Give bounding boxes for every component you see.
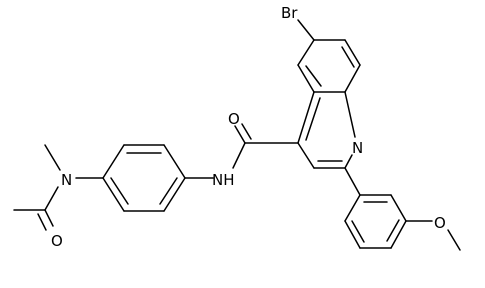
quinoline-nitrogen-label: N: [352, 139, 363, 157]
amine-nitrogen-label: N: [61, 171, 72, 189]
bond: [305, 65, 322, 87]
bromine-label: Br: [281, 4, 298, 22]
bond: [297, 91, 315, 144]
bond: [297, 19, 315, 41]
bond: [344, 39, 361, 66]
bond: [163, 177, 186, 212]
carbonyl-oxygen-label: O: [228, 110, 240, 128]
bond: [305, 97, 321, 141]
bond: [159, 177, 178, 205]
bond: [344, 167, 361, 196]
bond: [447, 229, 461, 251]
bond: [44, 186, 59, 211]
bond: [37, 213, 47, 231]
bond: [344, 194, 361, 222]
bond-layer: [13, 19, 461, 251]
bond: [390, 194, 407, 222]
bond: [163, 144, 186, 179]
atom-label-layer: Br N O NH N O O: [51, 4, 446, 250]
acetyl-oxygen-label: O: [51, 232, 63, 250]
bond: [297, 64, 315, 93]
bond: [351, 220, 365, 243]
bond: [344, 64, 361, 93]
bond: [297, 142, 315, 169]
bond: [341, 46, 355, 68]
bond: [386, 219, 400, 242]
bond: [44, 209, 54, 227]
bond: [241, 123, 252, 140]
bond: [110, 177, 129, 205]
bond: [232, 142, 246, 169]
bond: [102, 177, 125, 212]
bond: [344, 91, 356, 138]
bond: [234, 125, 246, 144]
bond: [102, 144, 125, 179]
bond: [344, 154, 353, 169]
bond: [297, 39, 315, 66]
bond: [344, 220, 361, 249]
methoxy-oxygen-label: O: [434, 214, 446, 232]
bond: [44, 144, 61, 171]
amide-nh-label: NH: [212, 171, 235, 189]
bond: [390, 220, 407, 249]
